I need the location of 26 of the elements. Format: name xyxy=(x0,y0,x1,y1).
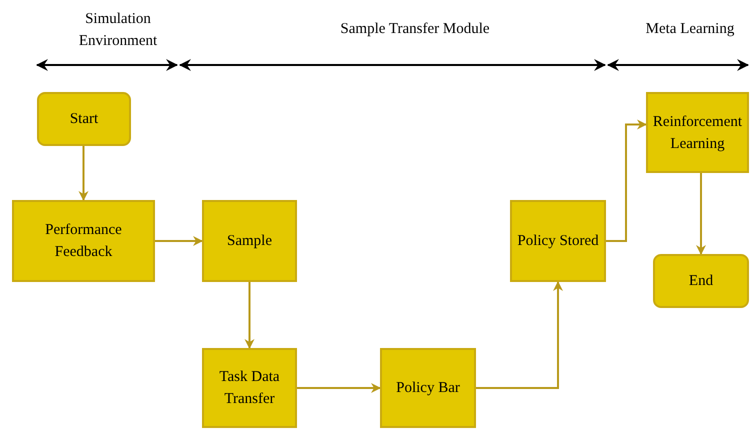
arrow xyxy=(696,173,706,255)
node-label: End xyxy=(688,272,714,291)
terminal-box xyxy=(653,254,749,308)
process-box xyxy=(202,348,297,428)
node-label: Policy Stored xyxy=(517,232,599,251)
node-label: Task Data Transfer xyxy=(218,368,281,409)
process-box xyxy=(380,348,476,428)
process-box xyxy=(202,200,297,282)
arrow xyxy=(297,383,381,393)
terminal-box xyxy=(37,92,131,146)
node-label: Reinforcement Learning xyxy=(652,112,744,154)
process-box xyxy=(646,92,749,173)
process-box xyxy=(12,200,155,282)
section-label: Meta Learning xyxy=(644,20,736,39)
arrow xyxy=(244,282,254,349)
arrow xyxy=(155,236,203,246)
arrow xyxy=(78,146,88,201)
section-label: Sample Transfer Module xyxy=(339,20,491,39)
node-label: Sample xyxy=(227,232,272,251)
process-box xyxy=(510,200,606,282)
arrow xyxy=(476,281,563,389)
node-label: Policy Bar xyxy=(396,379,460,398)
section-label: Simulation Environment xyxy=(78,10,158,51)
node-label: Performance Feedback xyxy=(44,221,123,262)
node-label: Start xyxy=(70,110,98,129)
arrow xyxy=(606,120,647,242)
